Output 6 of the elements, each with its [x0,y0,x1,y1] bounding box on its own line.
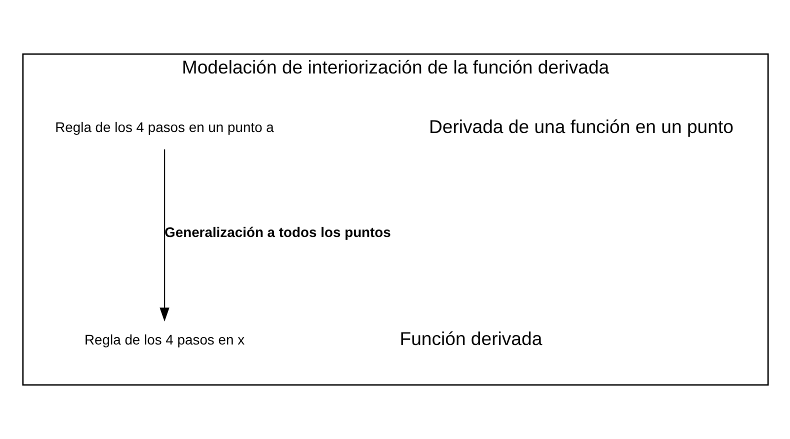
edge-label: Generalización a todos los puntos [164,224,390,240]
node-text: Regla de los 4 pasos en x [84,331,244,348]
label: Función derivada [399,328,542,350]
node-text: Regla de los 4 pasos en un punto a [54,118,274,135]
arrow [159,149,169,322]
label: Derivada de una función en un punto [428,116,733,137]
